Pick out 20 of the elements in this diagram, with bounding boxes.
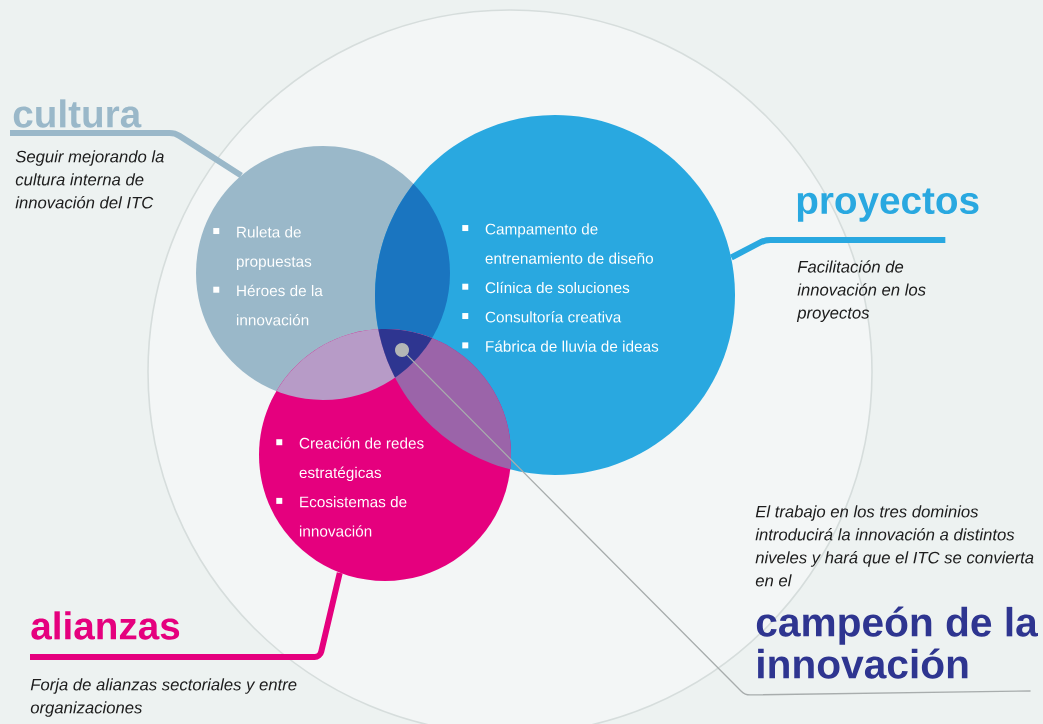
center-dot — [395, 343, 409, 357]
description: Forja de alianzas sectoriales y entre organizaciones — [30, 678, 297, 717]
leader-line — [729, 237, 946, 261]
bullet-list: Campamento de entrenamiento de diseño Clínica de soluciones Consultoría creativa Fábrica de lluvia de ideas — [462, 223, 659, 352]
callout-title: campeón de la innovación — [756, 606, 1038, 679]
description: Seguir mejorando la cultura interna de innovación del ITC — [15, 150, 164, 209]
heading: cultura — [13, 99, 142, 128]
node-label: Clínica de soluciones — [485, 281, 630, 294]
heading: alianzas — [31, 611, 180, 640]
bullet-list: Creación de redes estratégicas Ecosistemas de innovación — [276, 437, 424, 537]
callout-text: El trabajo en los tres dominios introducirá la innovación a distintos niveles y hará que el ITC se convierta en el — [755, 505, 1034, 587]
leader-line — [406, 354, 1032, 696]
description: Facilitación de innovación en los proyectos — [796, 260, 926, 322]
bullet-list: Ruleta de propuestas Héroes de la innovación — [213, 226, 323, 326]
heading: proyectos — [797, 188, 979, 222]
leader-line — [10, 130, 243, 179]
node-label: Campamento de entrenamiento de diseño — [485, 223, 654, 264]
node-label: Fábrica de lluvia de ideas — [486, 340, 659, 352]
node-label: Consultoría creativa — [485, 311, 622, 323]
leader-line — [30, 572, 343, 660]
